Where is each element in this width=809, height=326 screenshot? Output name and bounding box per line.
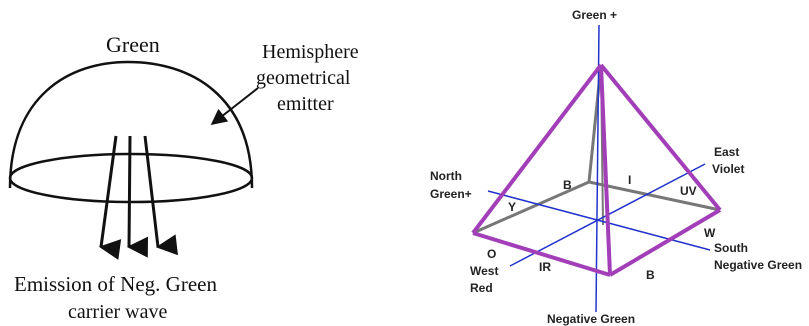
pyramid-figure: Green + Negative Green North Green+ East…	[430, 8, 802, 326]
green-label: Green	[106, 32, 160, 57]
edge-label-o: O	[487, 247, 496, 261]
green-plus-label: Green +	[572, 8, 617, 22]
edge-label-uv: UV	[680, 184, 697, 198]
caption-line-2: carrier wave	[68, 301, 167, 323]
south-label-line-1: South	[714, 241, 748, 255]
west-label-line-1: West	[470, 264, 498, 278]
emitter-pointer-arrow	[210, 87, 259, 125]
west-label-line-2: Red	[470, 281, 493, 295]
pyramid-outline	[471, 63, 722, 277]
emission-arrow-center	[126, 135, 148, 258]
north-south-axis	[487, 190, 711, 251]
edge-label-w: W	[704, 226, 716, 240]
edge-label-b-top: B	[563, 178, 572, 192]
east-label-line-1: East	[714, 145, 739, 159]
caption-line-1: Emission of Neg. Green	[14, 272, 217, 296]
north-label-line-2: Green+	[430, 187, 472, 201]
hemisphere-figure: Green Hemisphere geometrical emitter Emi…	[8, 32, 359, 323]
hemisphere-dome	[8, 60, 254, 189]
emission-arrow-right	[143, 135, 178, 256]
north-label-line-1: North	[430, 169, 462, 183]
vertical-axis	[595, 24, 600, 313]
south-label-line-2: Negative Green	[714, 258, 802, 272]
emitter-label-line-3: emitter	[277, 93, 334, 115]
emitter-label-line-1: Hemisphere	[262, 41, 359, 63]
edge-label-i: I	[628, 173, 631, 187]
east-label-line-2: Violet	[712, 162, 744, 176]
edge-label-ir: IR	[539, 260, 551, 274]
emission-arrow-left	[98, 135, 122, 260]
negative-green-label: Negative Green	[547, 312, 635, 326]
edge-label-y: Y	[508, 200, 516, 214]
edge-label-b-bottom: B	[646, 268, 655, 282]
emitter-label-line-2: geometrical	[256, 67, 351, 89]
